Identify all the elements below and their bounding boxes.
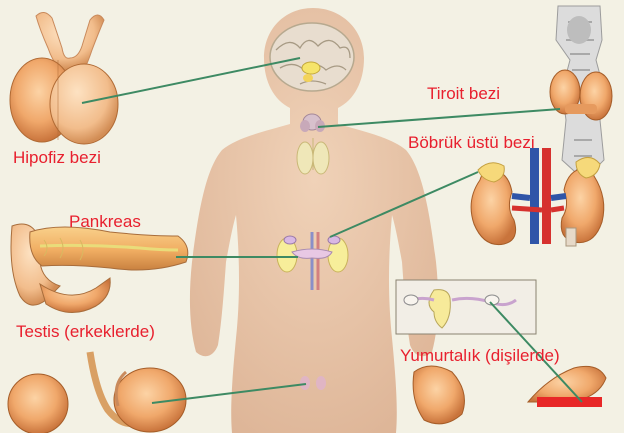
- label-ovary: Yumurtalık (dişilerde): [400, 347, 560, 364]
- ovary-box: [396, 280, 536, 334]
- brain: [270, 23, 354, 91]
- label-testis: Testis (erkeklerde): [16, 323, 155, 340]
- label-thyroid: Tiroit bezi: [427, 85, 500, 102]
- label-pancreas: Pankreas: [69, 213, 141, 230]
- label-adrenal: Böbrük üstü bezi: [408, 134, 535, 151]
- thymus: [297, 138, 329, 174]
- label-pituitary: Hipofiz bezi: [13, 149, 101, 166]
- kidneys-adrenal: [471, 148, 604, 246]
